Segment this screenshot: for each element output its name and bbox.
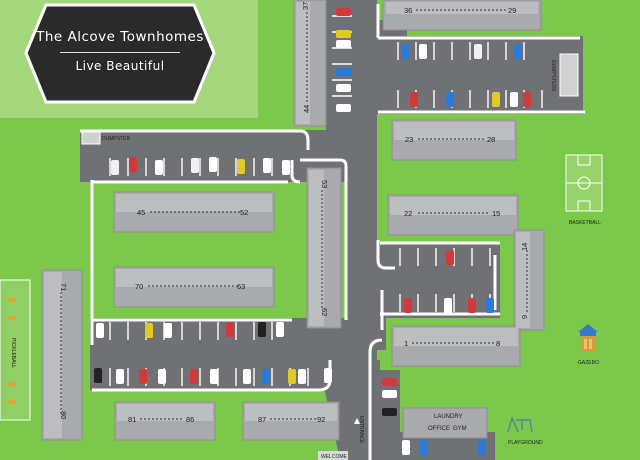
unit-70: 70 (135, 282, 143, 291)
unit-29: 29 (508, 6, 516, 15)
bench-icons (8, 298, 16, 404)
unit-22: 22 (404, 209, 412, 218)
pickleball-court (0, 279, 31, 421)
brand-tagline: Live Beautiful (75, 58, 165, 73)
unit-81: 81 (128, 415, 136, 424)
lawn (0, 118, 82, 230)
welcome-label: WELCOME (321, 454, 348, 460)
unit-92: 92 (317, 415, 325, 424)
unit-87: 87 (258, 415, 266, 424)
unit-14: 14 (520, 243, 529, 251)
unit-28: 28 (487, 135, 495, 144)
basketball-label: BASKETBALL (569, 220, 601, 226)
pickleball-label: PICKLEBALL (10, 338, 16, 368)
gazebo-label: GAZEBO (578, 360, 599, 366)
unit-45: 45 (137, 208, 145, 217)
brand-title: The Alcove Townhomes (36, 28, 204, 45)
dumpsters-label: DUMPSTERS (550, 60, 556, 92)
gazebo-icon (578, 324, 598, 352)
office-label: OFFICE (428, 426, 450, 432)
entrance-arrow-icon (354, 418, 360, 424)
playground-label: PLAYGROUND (508, 440, 543, 446)
parking-stalls (109, 15, 543, 386)
unit-36: 36 (404, 6, 412, 15)
brand-logo: The Alcove Townhomes Live Beautiful (24, 3, 216, 104)
unit-71: 71 (59, 283, 68, 291)
unit-80: 80 (59, 411, 68, 419)
playground-icon (507, 416, 533, 433)
unit-9: 9 (520, 315, 529, 319)
basketball-court (565, 154, 603, 212)
logo-badge-shape (24, 3, 216, 104)
unit-8: 8 (496, 339, 500, 348)
roads (80, 0, 583, 460)
unit-86: 86 (186, 415, 194, 424)
unit-63: 63 (237, 282, 245, 291)
brand-divider (60, 51, 180, 53)
dumpsters-enclosure (559, 53, 579, 97)
parked-cars (94, 8, 531, 455)
unit-numbers: 36 29 37 44 23 28 22 15 45 52 70 63 53 6… (59, 2, 529, 424)
unit-52: 52 (240, 208, 248, 217)
unit-44: 44 (302, 105, 311, 113)
welcome-sign (318, 451, 348, 460)
unit-23: 23 (405, 135, 413, 144)
gym-label: GYM (453, 426, 467, 432)
laundry-label: LAUNDRY (434, 414, 463, 420)
unit-15: 15 (492, 209, 500, 218)
unit-1: 1 (404, 339, 408, 348)
unit-62: 62 (320, 308, 329, 316)
unit-53: 53 (320, 180, 329, 188)
dumpster-label: DUMPSTER (102, 136, 130, 142)
entrance-label: ENTRANCE (358, 416, 364, 444)
dumpster-enclosure (81, 131, 101, 145)
roof-highlights (44, 2, 538, 438)
unit-lines (60, 9, 528, 420)
unit-37: 37 (301, 2, 310, 10)
